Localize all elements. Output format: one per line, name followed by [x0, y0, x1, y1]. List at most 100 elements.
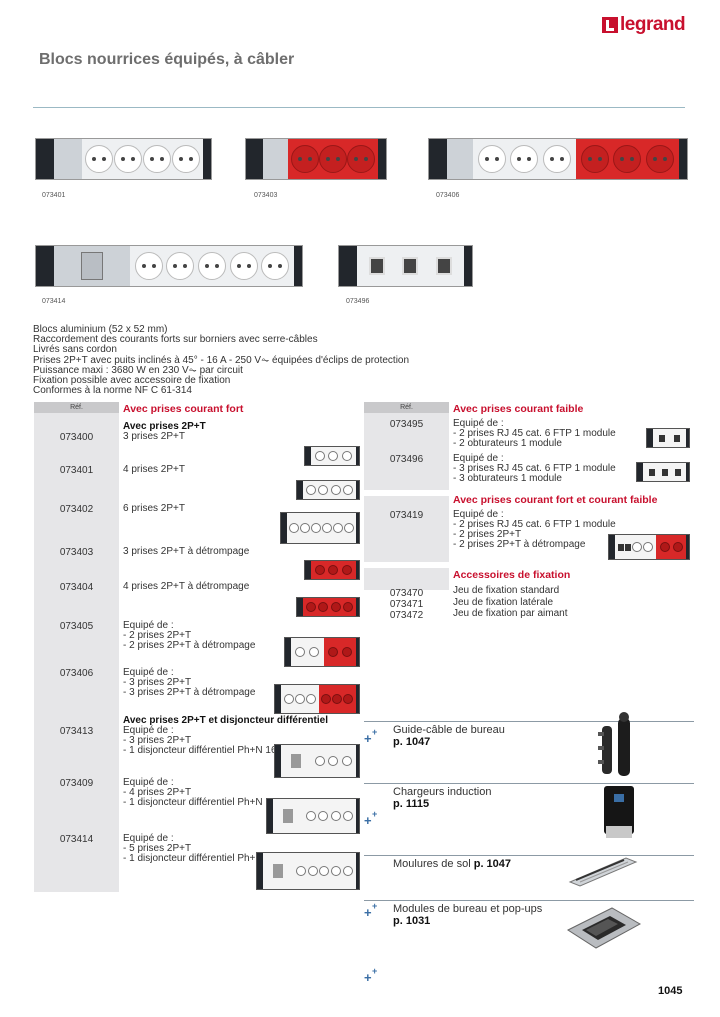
row-text: - 2 prises 2P+T à détrompage: [453, 539, 586, 550]
description-line: Livrés sans cordon: [33, 344, 117, 356]
cross-ref-icon: ++: [364, 901, 378, 920]
row-text: - 2 obturateurs 1 module: [453, 438, 562, 449]
row-text: - 5 prises 2P+T: [123, 843, 192, 854]
cable-guide-image: [596, 712, 636, 776]
floor-molding-image: [566, 852, 638, 888]
subsection-title: Avec prises 2P+T: [123, 421, 206, 432]
product-thumbnail: [646, 428, 690, 448]
cross-ref-icon: ++: [364, 727, 378, 746]
row-text: Equipé de :: [123, 833, 174, 844]
legrand-logo: legrand: [602, 14, 686, 36]
cross-ref-divider: [364, 783, 694, 784]
row-text: - 2 prises 2P+T: [123, 630, 192, 641]
product-image-breaker-sockets: [35, 245, 303, 287]
ref-code: 073402: [59, 504, 94, 515]
ref-header: Réf.: [34, 402, 119, 413]
product-description: Blocs aluminium (52 x 52 mm) Raccordemen…: [33, 324, 410, 397]
ref-code: 073413: [59, 726, 94, 737]
ref-column: [34, 402, 119, 892]
cross-ref-icon: ++: [364, 809, 378, 828]
row-text: - 3 prises 2P+T: [123, 677, 192, 688]
description-line: Prises 2P+T avec puits inclinés à 45° - …: [33, 354, 410, 366]
product-image-3-red-sockets: [245, 138, 387, 180]
desk-module-image: [566, 900, 642, 956]
row-text: 3 prises 2P+T: [123, 431, 185, 442]
description-line: Raccordement des courants forts sur born…: [33, 334, 318, 346]
row-text: Jeu de fixation par aimant: [453, 608, 568, 619]
row-text: - 2 prises RJ 45 cat. 6 FTP 1 module: [453, 519, 616, 530]
ref-code: 073406: [59, 668, 94, 679]
ref-code: 073471: [389, 599, 424, 610]
row-text: Equipé de :: [453, 509, 504, 520]
image-caption: 073401: [42, 192, 66, 199]
product-thumbnail: [304, 446, 360, 466]
ref-code: 073414: [59, 834, 94, 845]
section-title: Avec prises courant fort et courant faib…: [453, 494, 658, 506]
row-text: - 1 disjoncteur différentiel Ph+N 16 A 3…: [123, 853, 317, 864]
image-caption: 073414: [42, 298, 66, 305]
row-text: - 2 prises 2P+T à détrompage: [123, 640, 256, 651]
product-image-mixed-sockets: [428, 138, 688, 180]
description-line: Blocs aluminium (52 x 52 mm): [33, 324, 168, 335]
section-title: Accessoires de fixation: [453, 569, 571, 581]
description-line: Fixation possible avec accessoire de fix…: [33, 375, 231, 387]
induction-charger-image: [600, 784, 640, 842]
page-number: 1045: [658, 985, 683, 997]
product-thumbnail: [274, 684, 360, 714]
row-text: - 3 prises 2P+T: [123, 735, 192, 746]
brand-name: legrand: [620, 14, 686, 35]
ref-code: 073403: [59, 547, 94, 558]
product-thumbnail: [284, 637, 360, 667]
legrand-logo-mark-icon: [602, 17, 618, 33]
product-thumbnail: [608, 534, 690, 560]
row-text: - 2 prises 2P+T: [453, 529, 522, 540]
row-text: Equipé de :: [123, 777, 174, 788]
row-text: Jeu de fixation standard: [453, 585, 560, 596]
ref-code: 073409: [59, 778, 94, 789]
product-thumbnail: [296, 480, 360, 500]
row-text: - 3 obturateurs 1 module: [453, 473, 562, 484]
ref-header: Réf.: [364, 402, 449, 413]
subsection-title: Avec prises 2P+T et disjoncteur différen…: [123, 715, 328, 726]
product-image-rj45: [338, 245, 473, 287]
row-text: - 3 prises 2P+T à détrompage: [123, 687, 256, 698]
product-thumbnail: [636, 462, 690, 482]
product-thumbnail: [274, 744, 360, 778]
image-caption: 073403: [254, 192, 278, 199]
description-line: Conformes à la norme NF C 61-314: [33, 385, 192, 397]
ref-code: 073405: [59, 621, 94, 632]
ref-code: 073472: [389, 610, 424, 621]
row-text: - 1 disjoncteur différentiel Ph+N 16 A 3…: [123, 745, 317, 756]
cross-ref-icon: ++: [364, 966, 378, 985]
product-thumbnail: [280, 512, 360, 544]
product-thumbnail: [304, 560, 360, 580]
row-text: Jeu de fixation latérale: [453, 597, 554, 608]
image-caption: 073406: [436, 192, 460, 199]
row-text: 4 prises 2P+T: [123, 464, 185, 475]
product-thumbnail: [266, 798, 360, 834]
row-text: - 4 prises 2P+T: [123, 787, 192, 798]
page-title: Blocs nourrices équipés, à câbler: [39, 51, 295, 68]
row-text: - 2 prises RJ 45 cat. 6 FTP 1 module: [453, 428, 616, 439]
row-text: - 3 prises RJ 45 cat. 6 FTP 1 module: [453, 463, 616, 474]
row-text: Equipé de :: [453, 418, 504, 429]
row-text: Equipé de :: [123, 667, 174, 678]
row-text: 6 prises 2P+T: [123, 503, 185, 514]
cross-ref-divider: [364, 900, 694, 901]
row-text: Equipé de :: [123, 620, 174, 631]
product-thumbnail: [256, 852, 360, 890]
description-line: Puissance maxi : 3680 W en 230 V⏦ par ci…: [33, 364, 243, 376]
header-divider: [33, 107, 685, 108]
cross-ref-link[interactable]: Moulures de sol p. 1047: [393, 858, 512, 870]
cross-ref-divider: [364, 855, 694, 856]
ref-code: 073400: [59, 432, 94, 443]
ref-code: 073495: [389, 419, 424, 430]
ref-code: 073496: [389, 454, 424, 465]
section-title: Avec prises courant faible: [453, 403, 584, 415]
cross-ref-divider: [364, 721, 694, 722]
product-thumbnail: [296, 597, 360, 617]
ref-code: 073401: [59, 465, 94, 476]
